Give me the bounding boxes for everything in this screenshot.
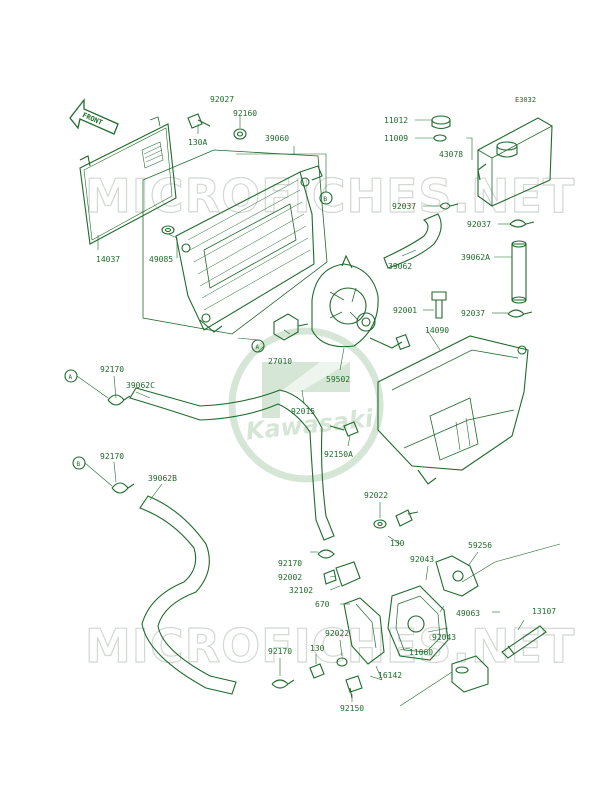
label-92037-c: 92037 <box>461 309 485 318</box>
fan-shroud <box>377 335 529 485</box>
front-arrow: FRONT <box>69 98 119 135</box>
fan-switch <box>273 313 309 341</box>
bolt-lower <box>309 663 363 699</box>
reserve-tank <box>431 115 553 207</box>
grommet-92160 <box>233 128 247 140</box>
label-92170-d: 92170 <box>268 647 292 656</box>
radiator-group-box <box>142 149 328 335</box>
hose-39062a <box>511 240 527 304</box>
label-39060: 39060 <box>265 134 289 143</box>
label-27010: 27010 <box>268 357 292 366</box>
label-92043-b: 92043 <box>432 633 456 642</box>
label-14090: 14090 <box>425 326 449 335</box>
water-pump <box>335 555 489 693</box>
radiator <box>175 165 323 333</box>
label-14037: 14037 <box>96 255 120 264</box>
label-39062B: 39062B <box>148 474 177 483</box>
bolt-92150a <box>329 421 359 437</box>
radiator-screen <box>79 116 177 245</box>
label-39062C: 39062C <box>126 381 155 390</box>
callout-b-top-letter: B <box>324 196 328 203</box>
label-92043-a: 92043 <box>410 555 434 564</box>
shaft-13107 <box>501 625 547 659</box>
label-13107: 13107 <box>532 607 556 616</box>
callout-b-left-letter: B <box>77 461 81 468</box>
label-59502: 59502 <box>326 375 350 384</box>
hose-39062c <box>129 387 335 541</box>
label-92001: 92001 <box>393 306 417 315</box>
label-92150: 92150 <box>340 704 364 713</box>
label-11009: 11009 <box>384 134 408 143</box>
callout-a-left-letter: A <box>69 374 73 381</box>
label-11060: 11060 <box>409 648 433 657</box>
label-92150A: 92150A <box>324 450 353 459</box>
diagram-code: E3032 <box>515 96 536 104</box>
label-92027: 92027 <box>210 95 234 104</box>
label-49085: 49085 <box>149 255 173 264</box>
clamps-92170 <box>107 394 335 689</box>
label-92160: 92160 <box>233 109 257 118</box>
watermark-top: MICROFICHES.NET <box>85 169 575 223</box>
label-92037-b: 92037 <box>467 220 491 229</box>
label-92022-b: 92022 <box>325 629 349 638</box>
plug-92002 <box>323 569 337 585</box>
leader-lines <box>76 116 561 707</box>
label-92170-a: 92170 <box>100 365 124 374</box>
label-130-b: 130 <box>310 644 325 653</box>
label-16142: 16142 <box>378 671 402 680</box>
label-59256: 59256 <box>468 541 492 550</box>
label-39062: 39062 <box>388 262 412 271</box>
label-92002: 92002 <box>278 573 302 582</box>
label-92015: 92015 <box>291 407 315 416</box>
label-11012: 11012 <box>384 116 408 125</box>
part-labels: 92027 92160 130A 39060 11012 11009 43078… <box>69 95 557 713</box>
label-43078: 43078 <box>439 150 463 159</box>
bolt-130 <box>395 509 419 527</box>
label-130-a: 130 <box>390 539 405 548</box>
label-92022-a: 92022 <box>364 491 388 500</box>
hose-39062b <box>139 495 237 695</box>
label-92170-b: 92170 <box>100 452 124 461</box>
washer-92022 <box>336 519 387 667</box>
radiator-fan <box>311 254 411 351</box>
bolt-92027 <box>187 113 211 129</box>
label-39062A: 39062A <box>461 253 490 262</box>
label-92037-a: 92037 <box>392 202 416 211</box>
label-32102: 32102 <box>289 586 313 595</box>
grommet-49085 <box>161 225 175 235</box>
hose-39062 <box>383 213 442 269</box>
watermark-bottom: MICROFICHES.NET <box>85 619 575 673</box>
label-92170-c: 92170 <box>278 559 302 568</box>
label-130A: 130A <box>188 138 207 147</box>
bolt-92001 <box>431 291 447 319</box>
label-49063: 49063 <box>456 609 480 618</box>
label-670: 670 <box>315 600 330 609</box>
callout-a-top-letter: A <box>256 344 260 351</box>
watermarks: MICROFICHES.NET MICROFICHES.NET Kawasaki <box>84 168 575 673</box>
clamps-92037 <box>439 202 535 318</box>
